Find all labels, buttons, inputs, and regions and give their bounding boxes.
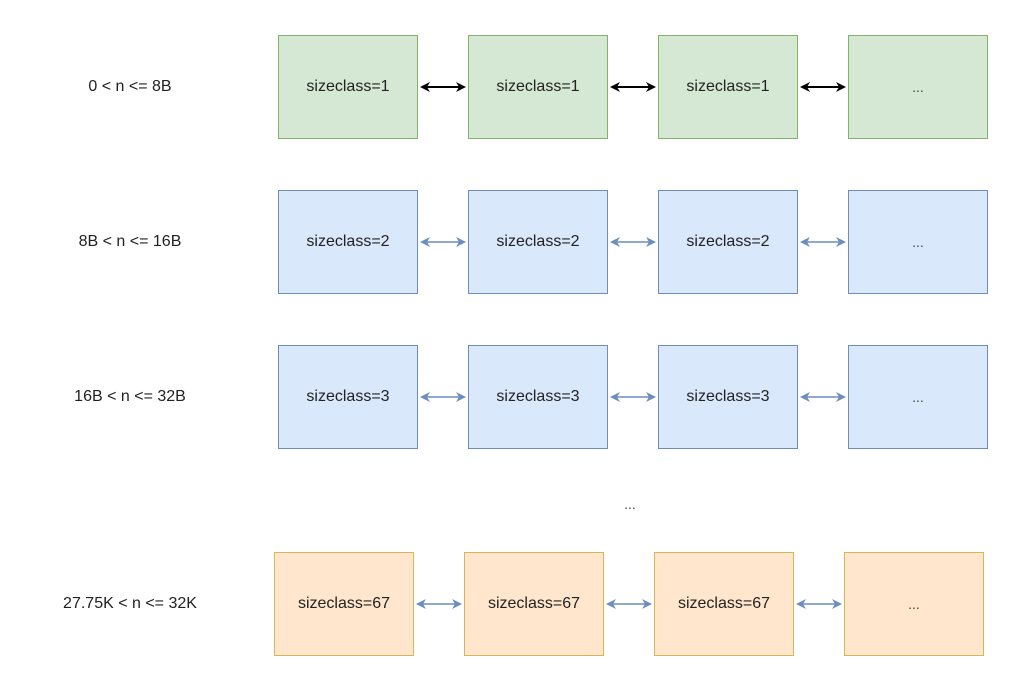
- sizeclass-span-box: sizeclass=1: [278, 35, 418, 139]
- sizeclass-span-box: sizeclass=67: [274, 552, 414, 656]
- size-range-label: 27.75K < n <= 32K: [63, 595, 197, 612]
- sizeclass-span-box: sizeclass=67: [654, 552, 794, 656]
- size-range-label: 16B < n <= 32B: [74, 388, 186, 405]
- size-range-label: 0 < n <= 8B: [88, 78, 172, 95]
- gap-ellipsis: ...: [624, 496, 636, 512]
- size-range-label: 8B < n <= 16B: [78, 233, 182, 250]
- sizeclass-span-box: sizeclass=2: [658, 190, 798, 294]
- sizeclass-more-box: ...: [844, 552, 984, 656]
- sizeclass-span-box: sizeclass=3: [278, 345, 418, 449]
- sizeclass-span-box: sizeclass=1: [468, 35, 608, 139]
- sizeclass-span-box: sizeclass=67: [464, 552, 604, 656]
- sizeclass-span-box: sizeclass=3: [658, 345, 798, 449]
- sizeclass-more-box: ...: [848, 35, 988, 139]
- sizeclass-span-box: sizeclass=2: [468, 190, 608, 294]
- sizeclass-more-box: ...: [848, 190, 988, 294]
- sizeclass-more-box: ...: [848, 345, 988, 449]
- sizeclass-span-box: sizeclass=3: [468, 345, 608, 449]
- sizeclass-span-box: sizeclass=2: [278, 190, 418, 294]
- sizeclass-span-box: sizeclass=1: [658, 35, 798, 139]
